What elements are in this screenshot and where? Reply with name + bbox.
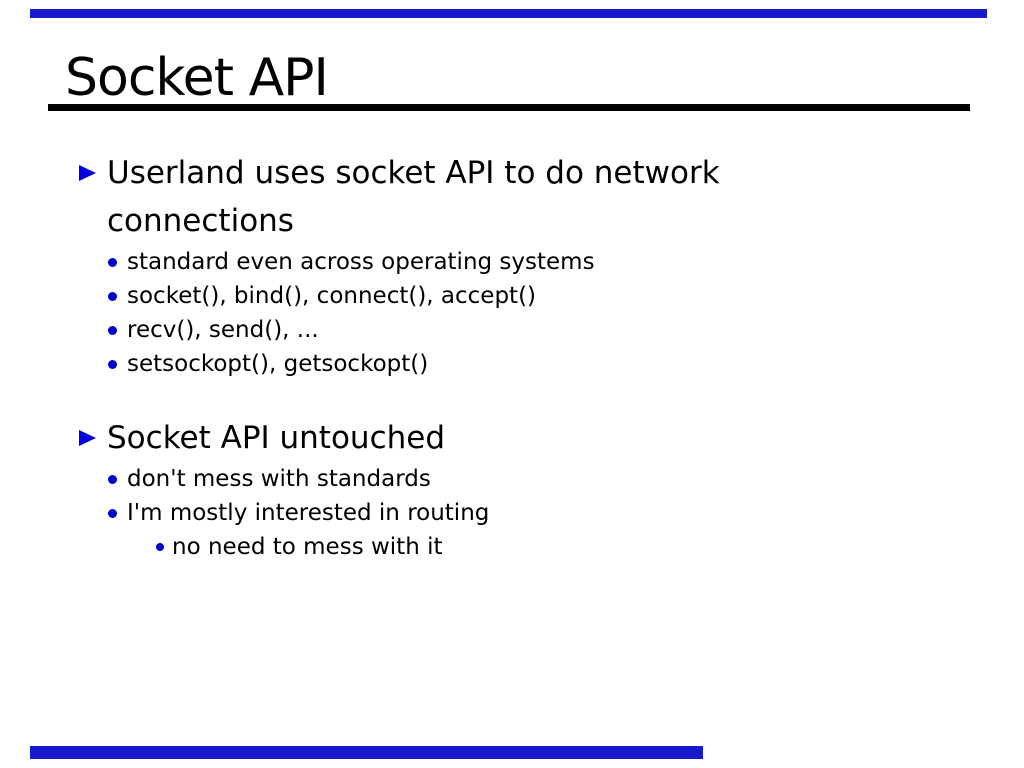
sub-bullet-text: setsockopt(), getsockopt()	[127, 351, 429, 377]
dot-bullet-icon	[108, 360, 117, 369]
slide-body: Userland uses socket API to do network c…	[65, 149, 985, 564]
dot-bullet-icon	[108, 258, 117, 267]
sub-bullet-text: socket(), bind(), connect(), accept()	[127, 283, 537, 309]
sub-sub-bullet-text: no need to mess with it	[172, 534, 443, 560]
sub-bullet: standard even across operating systems	[65, 245, 985, 279]
sub-bullet: I'm mostly interested in routing	[65, 496, 985, 530]
sub-bullet-text: standard even across operating systems	[127, 249, 595, 275]
triangle-bullet-icon	[79, 165, 96, 181]
sub-bullet: don't mess with standards	[65, 462, 985, 496]
heading-text: Socket API untouched	[107, 420, 446, 456]
sub-bullet: setsockopt(), getsockopt()	[65, 347, 985, 381]
bullet-heading: Socket API untouched	[65, 414, 985, 462]
sub-bullet-text: don't mess with standards	[127, 466, 431, 492]
dot-bullet-icon	[108, 326, 117, 335]
sub-bullet-text: I'm mostly interested in routing	[127, 500, 490, 526]
title-underline-rule	[48, 104, 970, 111]
sub-bullet: recv(), send(), ...	[65, 313, 985, 347]
heading-text: Userland uses socket API to do network	[107, 155, 720, 191]
triangle-bullet-icon	[79, 430, 96, 446]
dot-bullet-icon	[108, 292, 117, 301]
dot-bullet-icon	[156, 543, 164, 551]
bullet-heading: Userland uses socket API to do network	[65, 149, 985, 197]
sub-sub-bullet: no need to mess with it	[65, 530, 985, 564]
sub-bullet-text: recv(), send(), ...	[127, 317, 319, 343]
heading-text: connections	[107, 203, 294, 239]
slide-title: Socket API	[65, 48, 329, 108]
bottom-progress-bar	[30, 746, 703, 759]
bullet-heading-wrap: connections	[65, 197, 985, 245]
top-decoration-bar	[30, 9, 987, 18]
dot-bullet-icon	[108, 475, 117, 484]
sub-bullet: socket(), bind(), connect(), accept()	[65, 279, 985, 313]
dot-bullet-icon	[108, 509, 117, 518]
